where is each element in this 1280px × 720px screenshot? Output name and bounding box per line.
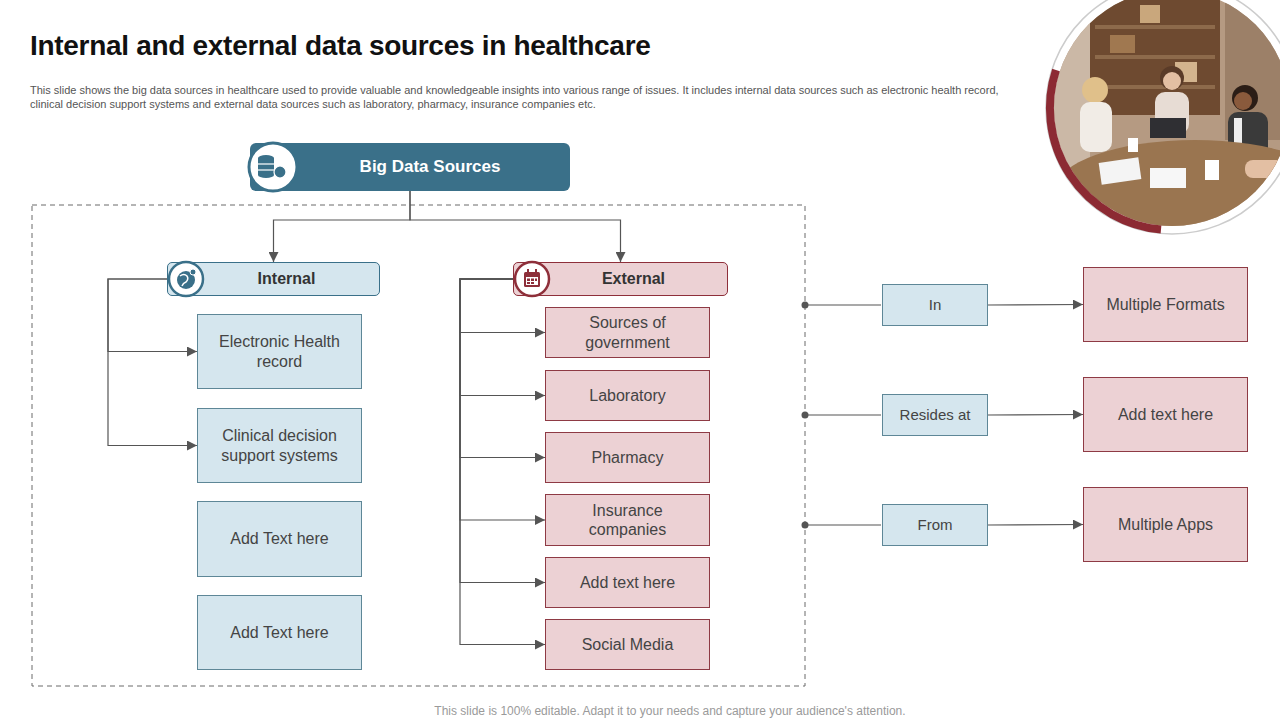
node-text: Add text here <box>580 573 675 592</box>
footer-note: This slide is 100% editable. Adapt it to… <box>30 704 1280 719</box>
connector-arrow <box>460 279 545 458</box>
node-text: External <box>602 269 665 288</box>
node-text: Add text here <box>1118 405 1213 424</box>
relation-tag: In <box>882 284 988 326</box>
node-text: Sources of government <box>556 313 699 351</box>
node-text: Resides at <box>900 406 971 424</box>
connector-arrow <box>274 191 411 262</box>
source-box: Laboratory <box>545 370 710 421</box>
group-header: External <box>513 262 728 296</box>
group-frame <box>32 205 805 686</box>
connector-arrow <box>460 279 545 583</box>
group-header: Internal <box>167 262 380 296</box>
hub-box: Big Data Sources <box>250 143 570 191</box>
team-photo <box>1040 0 1280 240</box>
node-text: In <box>929 296 942 314</box>
node-text: Pharmacy <box>591 448 663 467</box>
property-box: Add text here <box>1083 377 1248 452</box>
calendar-icon <box>515 262 549 296</box>
source-box: Pharmacy <box>545 432 710 483</box>
connector-arrow <box>988 414 1083 416</box>
source-box: Insurance companies <box>545 494 710 546</box>
node-text: Multiple Apps <box>1118 515 1213 534</box>
node-text: Multiple Formats <box>1106 295 1224 314</box>
node-text: Insurance companies <box>556 501 699 539</box>
source-box: Add Text here <box>197 595 362 670</box>
node-text: Internal <box>258 269 316 288</box>
slide-title: Internal and external data sources in he… <box>30 30 651 62</box>
database-icon <box>249 143 297 191</box>
relation-tag: Resides at <box>882 394 988 436</box>
globe-icon <box>169 262 203 296</box>
node-text: From <box>918 516 953 534</box>
source-box: Clinical decision support systems <box>197 408 362 483</box>
node-text: Social Media <box>582 635 674 654</box>
source-box: Electronic Health record <box>197 314 362 389</box>
node-text: Electronic Health record <box>208 332 351 370</box>
node-text: Clinical decision support systems <box>208 426 351 464</box>
property-box: Multiple Formats <box>1083 267 1248 342</box>
source-box: Add text here <box>545 557 710 608</box>
node-text: Add Text here <box>230 529 328 548</box>
connector-arrow <box>460 279 545 520</box>
slide-description: This slide shows the big data sources in… <box>30 84 1020 112</box>
connector-arrow <box>108 279 197 446</box>
node-text: Big Data Sources <box>360 157 501 177</box>
node-text: Add Text here <box>230 623 328 642</box>
source-box: Add Text here <box>197 501 362 577</box>
connector-arrow <box>988 524 1083 526</box>
connector-arrow <box>410 191 621 262</box>
relation-tag: From <box>882 504 988 546</box>
leader-lines <box>802 302 882 529</box>
source-box: Sources of government <box>545 307 710 358</box>
connector-arrow <box>460 279 545 396</box>
property-box: Multiple Apps <box>1083 487 1248 562</box>
node-text: Laboratory <box>589 386 666 405</box>
connector-arrow <box>460 279 545 645</box>
source-box: Social Media <box>545 619 710 670</box>
connector-arrow <box>988 304 1083 306</box>
